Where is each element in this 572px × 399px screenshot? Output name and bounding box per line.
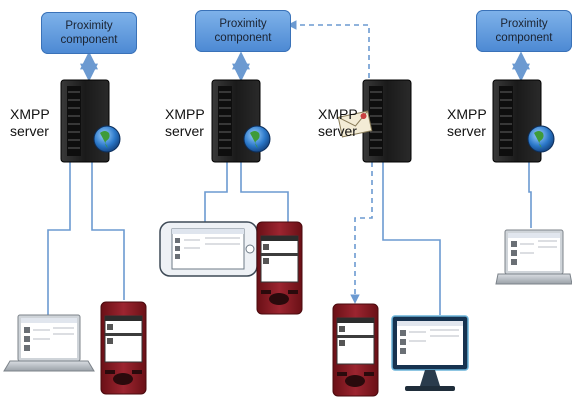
xmpp-line-1: XMPP bbox=[165, 106, 205, 122]
envelope-icon bbox=[337, 110, 373, 138]
xmpp-line-1: XMPP bbox=[318, 106, 358, 122]
monitor-icon bbox=[391, 315, 469, 391]
laptop-icon bbox=[495, 229, 572, 285]
xmpp-line-2: server bbox=[10, 123, 49, 139]
xmpp-line-2: server bbox=[318, 123, 357, 139]
link-server3-monitor bbox=[382, 162, 441, 315]
server-device-connectors bbox=[47, 162, 532, 315]
smartphone-icon bbox=[100, 301, 147, 395]
xmpp-server-label-3: XMPP server bbox=[318, 106, 358, 140]
link-server2-phone bbox=[240, 162, 289, 222]
xmpp-server-label-1: XMPP server bbox=[10, 106, 50, 140]
proximity-server-connectors bbox=[80, 51, 530, 82]
xmpp-line-2: server bbox=[447, 123, 486, 139]
link-server2-tablet bbox=[204, 162, 228, 222]
laptop-icon bbox=[3, 314, 95, 372]
link-server4-laptop bbox=[528, 162, 532, 228]
xmpp-server-label-4: XMPP server bbox=[447, 106, 487, 140]
tablet-icon bbox=[159, 221, 258, 277]
proximity-component-1: Proximity component bbox=[41, 12, 137, 54]
link-server1-laptop bbox=[47, 162, 71, 315]
smartphone-icon bbox=[256, 221, 303, 315]
dashed-phone-link bbox=[350, 162, 373, 304]
proximity-component-4: Proximity component bbox=[476, 10, 572, 52]
server-2 bbox=[211, 79, 271, 163]
server-1 bbox=[60, 79, 121, 163]
xmpp-line-1: XMPP bbox=[447, 106, 487, 122]
xmpp-line-2: server bbox=[165, 123, 204, 139]
smartphone-icon bbox=[332, 303, 379, 397]
link-server1-phone bbox=[91, 162, 125, 300]
proximity-component-2: Proximity component bbox=[195, 10, 291, 52]
server-3 bbox=[337, 79, 412, 163]
xmpp-line-1: XMPP bbox=[10, 106, 50, 122]
xmpp-server-label-2: XMPP server bbox=[165, 106, 205, 140]
server-4 bbox=[492, 79, 555, 163]
